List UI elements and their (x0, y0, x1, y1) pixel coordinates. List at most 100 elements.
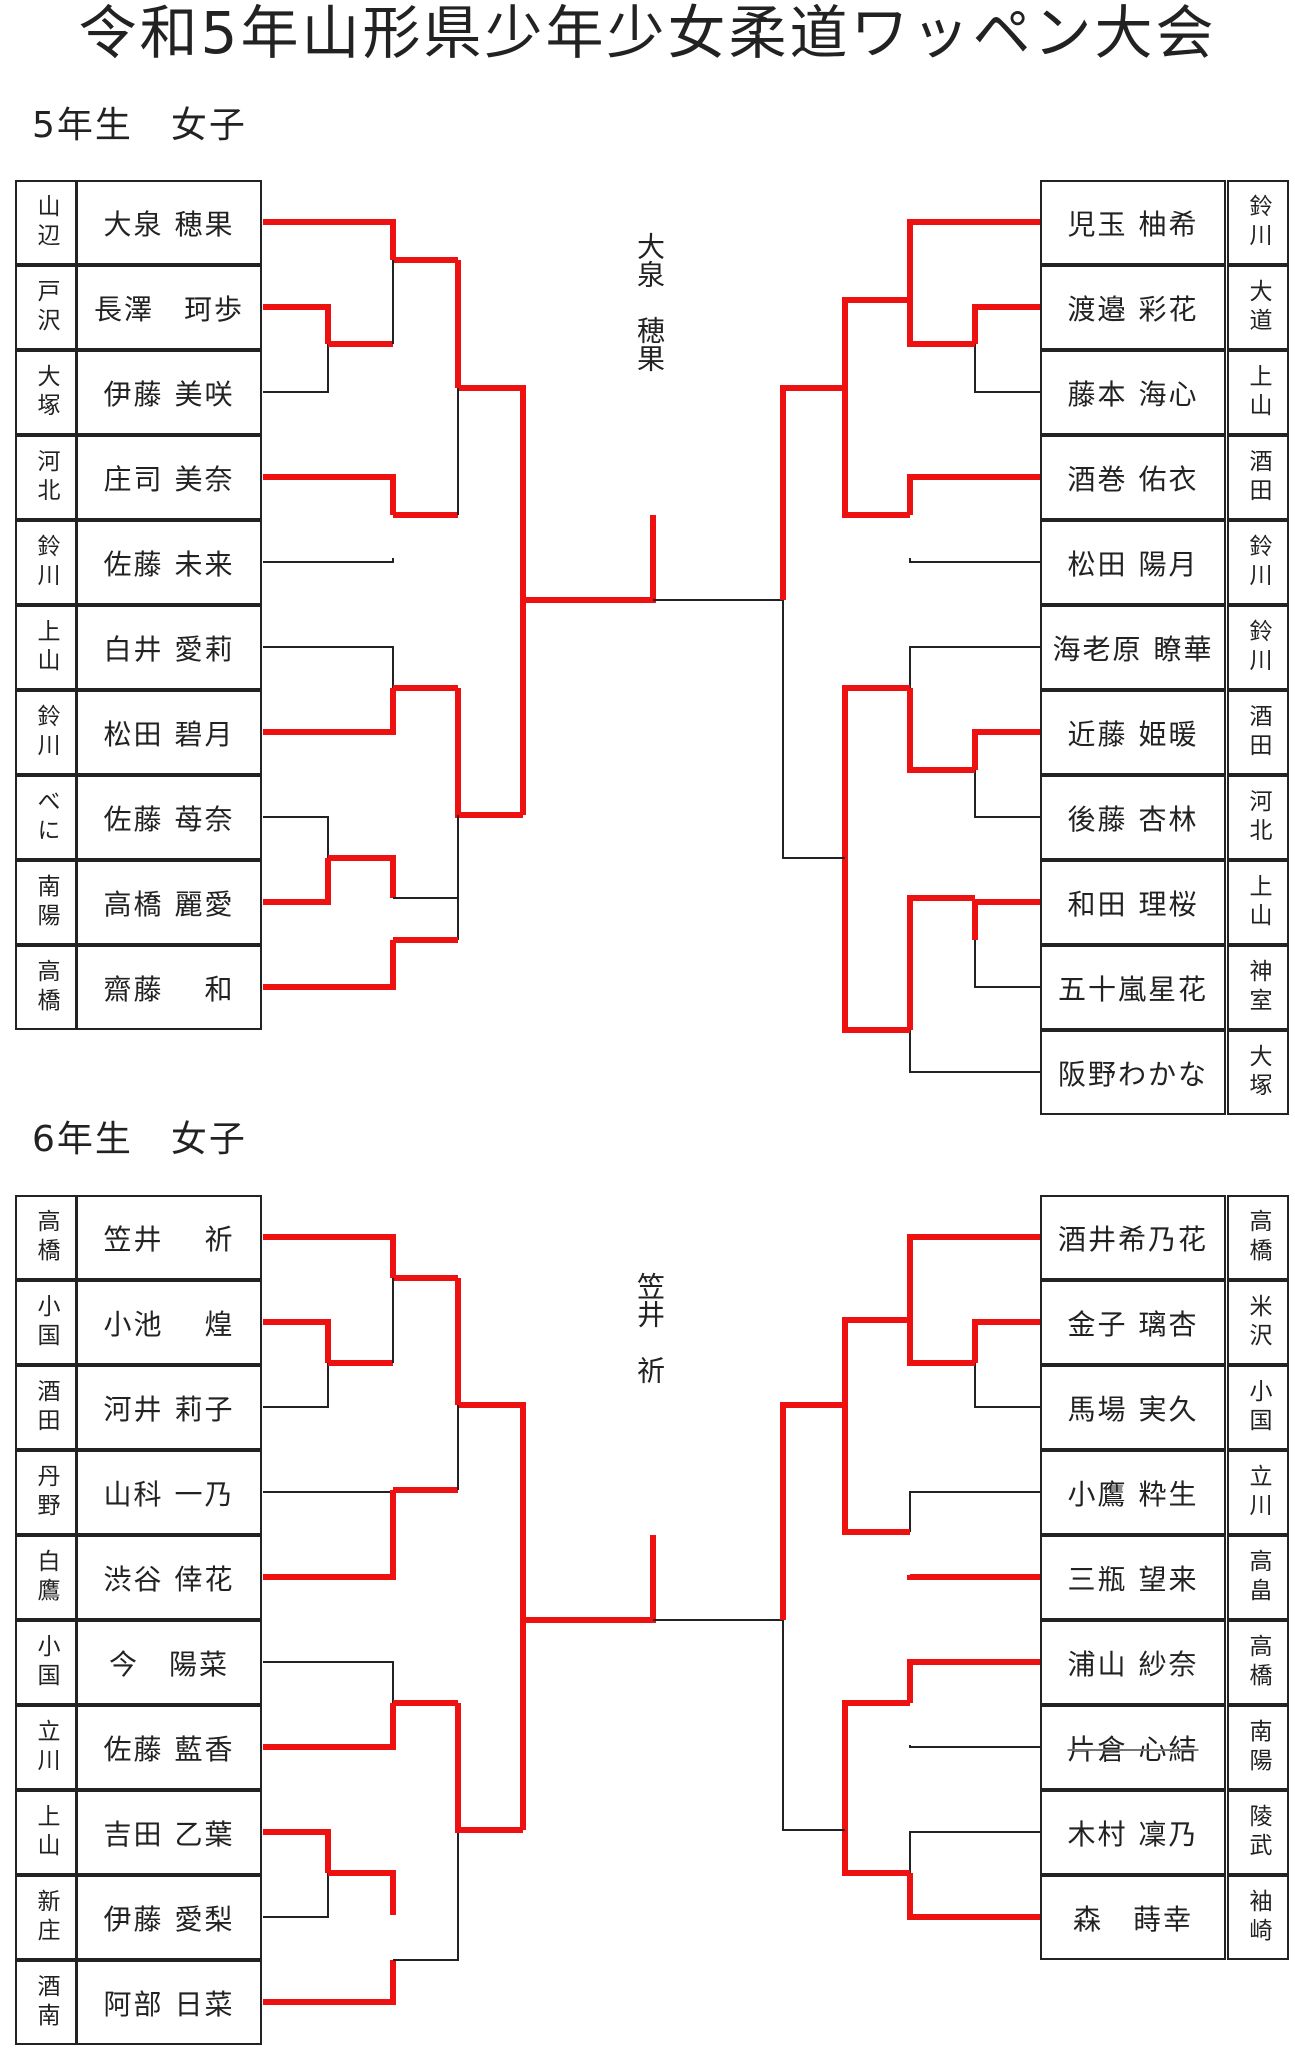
right-player-name-text: 五十嵐星花 (1057, 972, 1208, 1006)
left-player-name-text: 伊藤 美咲 (103, 377, 235, 411)
bracket-line (782, 1620, 845, 1831)
winner-path (907, 688, 975, 773)
right-club-box: 鈴川 (1227, 180, 1289, 265)
right-club-box-text: 鈴川 (1245, 618, 1271, 677)
winner-path (455, 1703, 523, 1833)
left-player-name-text: 山科 一乃 (103, 1477, 235, 1511)
left-player-name-text: 松田 碧月 (103, 717, 235, 751)
champion-grade5: 大泉 穂果 (633, 232, 666, 372)
left-player-name-text: 佐藤 未来 (103, 547, 235, 581)
right-player-name: 三瓶 望来 (1040, 1535, 1226, 1620)
left-club-box-text: 立川 (33, 1718, 59, 1777)
right-player-name-text: 阪野わかな (1057, 1057, 1208, 1091)
left-player-name-text: 小池 煌 (103, 1307, 235, 1341)
left-player-name: 河井 莉子 (76, 1365, 262, 1450)
winner-path (523, 515, 656, 603)
left-club-box-text: 鈴川 (33, 703, 59, 762)
left-player-name: 山科 一乃 (76, 1450, 262, 1535)
left-club-box-text: 上山 (33, 1803, 59, 1862)
right-player-name: 五十嵐星花 (1040, 945, 1226, 1030)
left-club-box: 白鷹 (15, 1535, 77, 1620)
left-club-box-text: 酒田 (33, 1378, 59, 1437)
winner-path (842, 388, 910, 518)
left-club-box-text: 上山 (33, 618, 59, 677)
right-player-name-text: 森 蒔幸 (1072, 1902, 1193, 1936)
right-club-box: 高畠 (1227, 1535, 1289, 1620)
left-club-box-text: 小国 (33, 1293, 59, 1352)
left-club-box-text: 高橋 (33, 1208, 59, 1267)
winner-path (842, 1700, 910, 1830)
winner-path (780, 1402, 845, 1620)
right-club-box: 上山 (1227, 350, 1289, 435)
winner-path (972, 1319, 1040, 1363)
right-club-box: 南陽 (1227, 1705, 1289, 1790)
left-player-name-text: 大泉 穂果 (103, 207, 235, 241)
right-club-box-text: 小国 (1245, 1378, 1271, 1437)
right-player-name: 金子 璃杏 (1040, 1280, 1226, 1365)
bracket-line (263, 1873, 329, 1918)
right-club-box-text: 上山 (1245, 363, 1271, 422)
winner-path (263, 1703, 396, 1750)
bracket-line (263, 1661, 394, 1745)
bracket-line (393, 897, 459, 940)
left-club-box-text: 大塚 (33, 363, 59, 422)
left-club-box: 上山 (15, 1790, 77, 1875)
left-club-box: 新庄 (15, 1875, 77, 1960)
left-player-name-text: 佐藤 苺奈 (103, 802, 235, 836)
left-club-box: 大塚 (15, 350, 77, 435)
left-player-name: 佐藤 藍香 (76, 1705, 262, 1790)
right-club-box: 河北 (1227, 775, 1289, 860)
winner-path (263, 304, 331, 344)
winner-path (263, 688, 396, 735)
right-player-name-text: 松田 陽月 (1067, 547, 1199, 581)
right-player-name-text: 渡邉 彩花 (1067, 292, 1199, 326)
right-club-box-text: 神室 (1245, 958, 1271, 1017)
right-club-box: 酒田 (1227, 690, 1289, 775)
right-player-name: 浦山 紗奈 (1040, 1620, 1226, 1705)
right-club-box-text: 立川 (1245, 1463, 1271, 1522)
left-club-box-text: 山辺 (33, 193, 59, 252)
bracket-line (782, 600, 845, 859)
bracket-line (263, 344, 329, 393)
left-club-box: べに (15, 775, 77, 860)
bracket-line (263, 1363, 329, 1408)
right-club-box: 鈴川 (1227, 605, 1289, 690)
bracket-line (974, 940, 1040, 988)
left-club-box: 上山 (15, 605, 77, 690)
winner-path (263, 219, 396, 260)
winner-path (907, 1873, 1040, 1920)
left-player-name: 伊藤 愛梨 (76, 1875, 262, 1960)
left-player-name: 小池 煌 (76, 1280, 262, 1365)
winner-path (842, 685, 910, 858)
right-player-name-text: 藤本 海心 (1067, 377, 1199, 411)
right-club-box: 高橋 (1227, 1620, 1289, 1705)
right-club-box: 小国 (1227, 1365, 1289, 1450)
winner-path (263, 1234, 396, 1278)
left-club-box: 高橋 (15, 1195, 77, 1280)
right-club-box-text: 高橋 (1245, 1208, 1271, 1267)
left-club-box: 丹野 (15, 1450, 77, 1535)
right-player-name-text: 片倉 心結 (1067, 1732, 1199, 1766)
right-club-box-text: 酒田 (1245, 703, 1271, 762)
right-player-name: 馬場 実久 (1040, 1365, 1226, 1450)
left-player-name: 大泉 穂果 (76, 180, 262, 265)
right-player-name-text: 海老原 瞭華 (1052, 632, 1214, 666)
winner-path (907, 1659, 1040, 1703)
right-club-box: 上山 (1227, 860, 1289, 945)
winner-path (907, 1234, 1040, 1278)
winner-path (523, 1535, 656, 1623)
bracket-line (909, 1745, 1040, 1748)
right-player-name-text: 馬場 実久 (1067, 1392, 1199, 1426)
bracket-line (909, 1491, 1040, 1532)
right-player-name: 近藤 姫暖 (1040, 690, 1226, 775)
bracket-line (974, 1363, 1040, 1408)
left-player-name-text: 庄司 美奈 (103, 462, 235, 496)
winner-path (907, 1574, 1040, 1580)
right-player-name: 松田 陽月 (1040, 520, 1226, 605)
winner-path (907, 895, 975, 1030)
winner-path (842, 858, 910, 1033)
left-club-box: 立川 (15, 1705, 77, 1790)
left-player-name-text: 河井 莉子 (103, 1392, 235, 1426)
left-club-box-text: 酒南 (33, 1973, 59, 2032)
winner-path (780, 385, 845, 600)
